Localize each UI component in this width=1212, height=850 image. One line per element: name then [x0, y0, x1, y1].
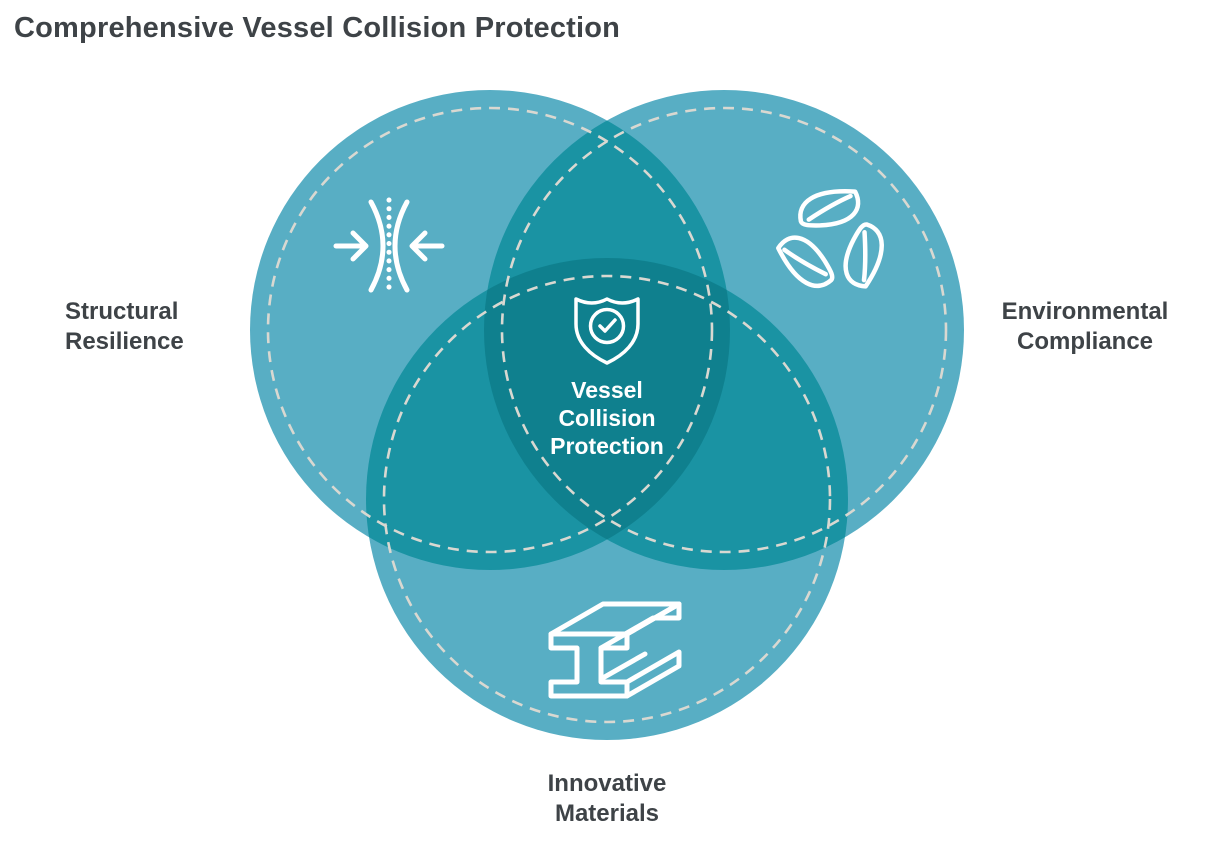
page-title: Comprehensive Vessel Collision Protectio…	[14, 12, 621, 44]
leaf-outline	[798, 189, 861, 228]
label-line: Innovative	[547, 770, 667, 797]
check-circle	[588, 307, 626, 345]
shield-outline	[574, 297, 640, 365]
label-line: Environmental	[1001, 298, 1169, 325]
check-mark	[598, 318, 617, 333]
steel-i-beam-icon	[548, 601, 682, 699]
label-line: Compliance	[1016, 328, 1154, 355]
center-label-line: Collision	[558, 405, 656, 431]
leaf-vein	[806, 193, 853, 222]
label-structural-resilience: Structural Resilience	[65, 297, 285, 357]
compression-impact-icon	[333, 197, 445, 297]
right-arrow-head	[409, 230, 428, 262]
recycling-leaves-icon	[774, 189, 896, 298]
left-flex-arc	[368, 199, 386, 293]
label-line: Structural	[65, 298, 179, 325]
dashed-ring-innovative	[382, 274, 832, 724]
center-label-line: Vessel	[571, 377, 643, 403]
beam-flange-right	[598, 601, 682, 651]
center-label-line: Protection	[550, 433, 664, 459]
right-flex-arc	[392, 199, 410, 293]
beam-web-edge	[598, 651, 648, 682]
left-arrow-head	[350, 230, 369, 262]
dashed-ring-environmental	[500, 106, 948, 554]
shield-check-icon	[574, 297, 640, 365]
label-line: Materials	[554, 800, 660, 827]
dashed-ring-structural	[266, 106, 714, 554]
label-environmental-compliance: Environmental Compliance	[960, 297, 1210, 357]
label-vessel-collision-protection: Vessel Collision Protection	[482, 376, 732, 460]
label-innovative-materials: Innovative Materials	[482, 769, 732, 829]
label-line: Resilience	[65, 328, 184, 355]
beam-bottom-flange-right	[624, 649, 682, 699]
